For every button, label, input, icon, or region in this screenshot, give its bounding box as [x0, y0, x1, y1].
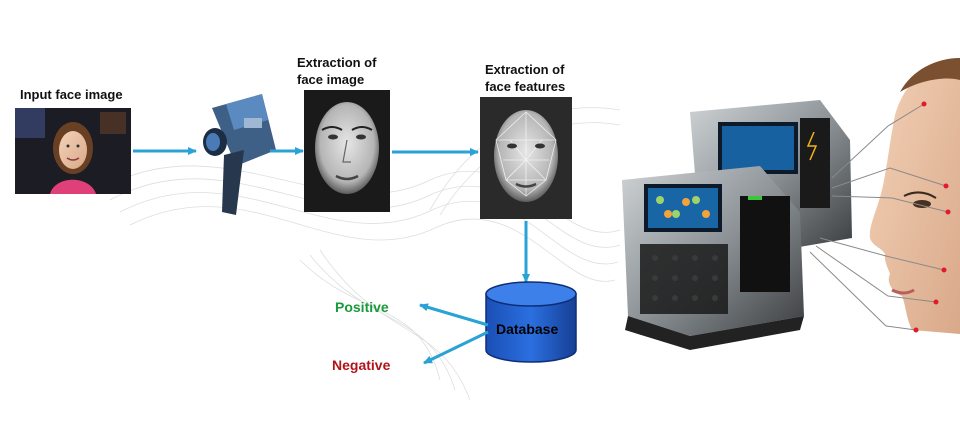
feature-pointer-lines	[809, 103, 949, 331]
database-icon	[485, 281, 577, 363]
extracted-face-image	[304, 90, 390, 212]
camera-icon	[203, 94, 276, 215]
input-face-photo	[15, 108, 131, 194]
face-features-image	[480, 97, 572, 219]
negative-label: Negative	[332, 357, 391, 373]
extraction-face-image-label: Extraction of face image	[297, 55, 377, 87]
feature-point-markers	[913, 101, 951, 333]
face-recognition-terminal-icon	[622, 100, 852, 350]
database-label: Database	[496, 321, 559, 337]
face-profile-image	[869, 58, 960, 334]
input-face-image-label: Input face image	[20, 87, 123, 102]
positive-label: Positive	[335, 299, 389, 315]
extraction-face-features-label: Extraction of face features	[485, 62, 566, 94]
